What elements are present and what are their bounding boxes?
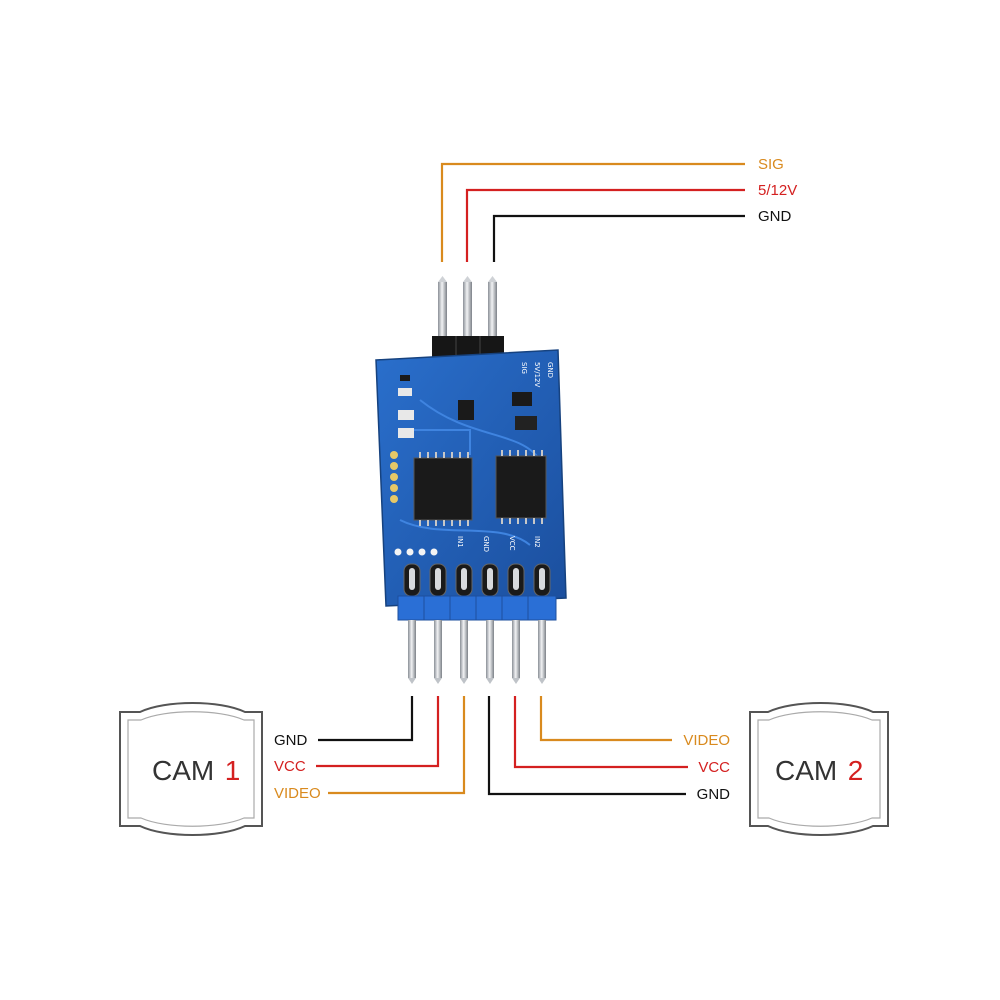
svg-text:CAM 1: CAM 1: [152, 755, 240, 786]
sig-wire: [440, 162, 745, 262]
bottom-header: [397, 563, 557, 684]
cam1-name: CAM: [152, 755, 214, 786]
cam2-gnd-wire: [487, 696, 686, 796]
cam1-block: CAM 1: [119, 702, 263, 836]
cam2-vcc-wire: [513, 696, 688, 769]
silk-top-5v12v: 5V/12V: [533, 362, 541, 388]
cam2-name: CAM: [775, 755, 837, 786]
cam1-gnd-wire: [318, 696, 414, 742]
silk-bottom-gnd: GND: [482, 536, 490, 552]
power-label: 5/12V: [758, 182, 797, 199]
silk-top-gnd: GND: [546, 362, 554, 378]
cam2-video-label: VIDEO: [683, 732, 730, 749]
cam2-number: 2: [848, 755, 864, 786]
cam1-video-label: VIDEO: [274, 785, 321, 802]
cam2-video-wire: [539, 696, 672, 742]
cam1-number: 1: [225, 755, 241, 786]
ic-chip-1: [413, 457, 473, 521]
power-wire: [465, 188, 745, 262]
silk-bottom-vcc: VCC: [508, 536, 516, 551]
svg-text:CAM 2: CAM 2: [775, 755, 863, 786]
top-wires: [440, 162, 745, 262]
cam2-vcc-label: VCC: [698, 759, 730, 776]
gnd-label: GND: [758, 208, 792, 225]
pcb-board: GND 5V/12V SIG IN1 GND VCC IN2: [375, 349, 567, 607]
cam2-block: CAM 2: [749, 702, 889, 836]
silk-top-sig: SIG: [520, 362, 528, 374]
cam1-vcc-wire: [316, 696, 440, 768]
sig-label: SIG: [758, 156, 784, 173]
cam2-wires: [487, 696, 688, 796]
silk-bottom-in2: IN2: [533, 536, 541, 548]
gnd-wire: [492, 214, 745, 262]
cam1-vcc-label: VCC: [274, 758, 306, 775]
cam1-gnd-label: GND: [274, 732, 308, 749]
cam1-wires: [316, 696, 466, 795]
cam2-gnd-label: GND: [697, 786, 731, 803]
silk-bottom-in1: IN1: [456, 536, 464, 548]
cam1-video-wire: [328, 696, 466, 795]
ic-chip-2: [495, 455, 547, 519]
